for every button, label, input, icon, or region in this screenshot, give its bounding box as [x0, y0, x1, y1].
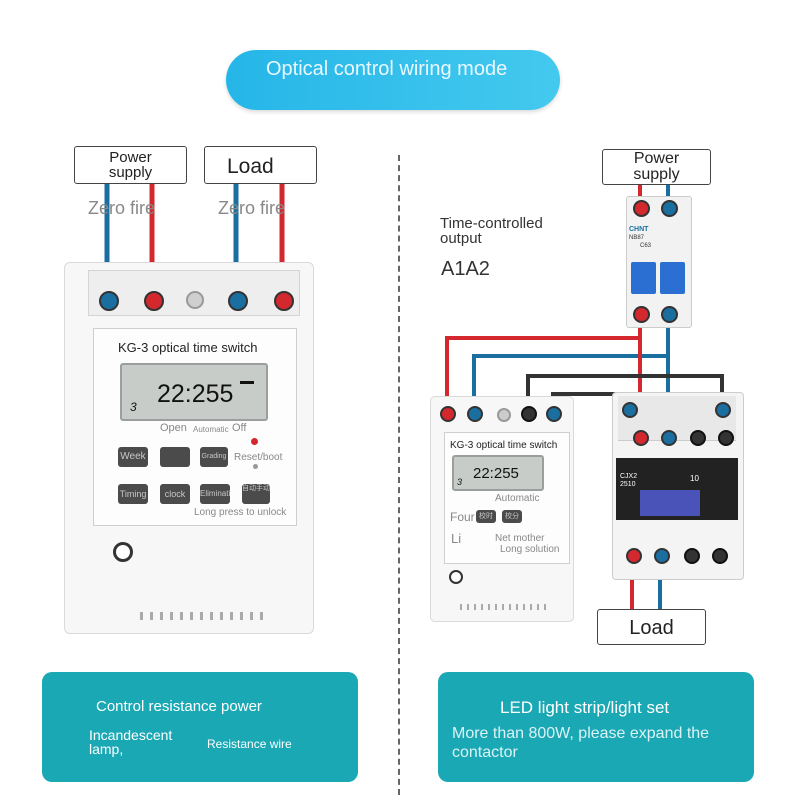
title-pill: Optical control wiring mode — [226, 50, 560, 110]
right-lcd-digit: 3 — [457, 477, 463, 487]
right-power-supply-label: Power supply — [633, 150, 680, 183]
right-power-supply-box: Power supply — [602, 149, 711, 185]
left-terminal-2 — [144, 291, 164, 311]
left-reset-label: Reset/boot — [234, 452, 283, 463]
contactor-terminal-top-4 — [718, 430, 734, 446]
left-lcd-screen — [120, 363, 268, 421]
right-control-wire-1 — [526, 374, 724, 410]
right-neutral-to-device — [472, 310, 670, 410]
breaker-terminal-1 — [633, 200, 650, 217]
left-terminal-4 — [228, 291, 248, 311]
diagram-title: Optical control wiring mode — [266, 58, 508, 80]
right-load-label: Load — [629, 617, 674, 639]
right-four-label: Four — [450, 510, 475, 524]
left-clock-key[interactable]: clock — [160, 484, 190, 504]
contactor-terminal-bottom-4 — [712, 548, 728, 564]
left-zero-fire-label-1: Zero fire — [88, 198, 156, 218]
right-load-box: Load — [597, 609, 706, 645]
contactor-terminal-bottom-3 — [684, 548, 700, 564]
left-banner: Control resistance power Incandescent la… — [42, 672, 358, 782]
right-net-mother-label: Net mother — [495, 533, 545, 544]
left-vent-slots — [140, 612, 270, 620]
left-blank-key[interactable] — [160, 447, 190, 467]
left-grading-key[interactable]: Grading — [200, 447, 228, 467]
right-hour-key[interactable]: 校时 — [476, 510, 496, 523]
left-power-supply-box: Power supply — [74, 146, 187, 184]
left-terminal-5 — [274, 291, 294, 311]
right-a1a2-label: A1A2 — [441, 258, 490, 280]
left-off-label: Off — [232, 422, 247, 434]
section-divider — [398, 155, 400, 795]
right-li-label: Li — [451, 531, 462, 546]
breaker-toggle-1[interactable] — [631, 262, 656, 294]
breaker-model: NB87 — [629, 235, 645, 241]
contactor-window — [640, 490, 700, 516]
left-terminal-3 — [186, 291, 204, 309]
left-banner-item-1: Incandescent lamp, — [89, 727, 173, 757]
contactor-model: CJX2 2510 — [620, 473, 638, 488]
right-terminal-2 — [467, 406, 483, 422]
left-terminal-1 — [99, 291, 119, 311]
left-banner-item-2: Resistance wire — [207, 737, 292, 751]
left-load-box: Load — [204, 146, 317, 184]
left-power-led — [251, 438, 258, 445]
breaker-toggle-2[interactable] — [660, 262, 685, 294]
right-banner-note: More than 800W, please expand the contac… — [452, 725, 710, 761]
breaker-terminal-3 — [633, 306, 650, 323]
breaker-terminal-4 — [661, 306, 678, 323]
right-terminal-1 — [440, 406, 456, 422]
left-status-led — [253, 464, 258, 469]
contactor-terminal-bottom-1 — [626, 548, 642, 564]
breaker-rating: C63 — [640, 243, 652, 249]
left-banner-title: Control resistance power — [96, 698, 262, 715]
right-lcd-time: 22:255 — [473, 465, 519, 482]
left-lcd-dash — [240, 381, 254, 384]
left-power-supply-label: Power supply — [108, 149, 153, 181]
contactor-terminal-bottom-2 — [654, 548, 670, 564]
left-week-key[interactable]: Week — [118, 447, 148, 467]
left-device-title: KG-3 optical time switch — [118, 340, 258, 355]
breaker-terminal-2 — [661, 200, 678, 217]
right-terminal-4 — [521, 406, 537, 422]
right-output-label: Time-controlled output — [440, 215, 543, 247]
right-minute-key[interactable]: 校分 — [502, 510, 522, 523]
breaker-brand: CHNT — [629, 226, 649, 233]
right-banner: LED light strip/light set More than 800W… — [438, 672, 754, 782]
left-automatic-label: Automatic — [193, 425, 229, 434]
right-knob — [449, 570, 463, 584]
left-lcd-time: 22:255 — [157, 380, 234, 408]
right-terminal-3 — [497, 408, 511, 422]
left-zero-fire-label-2: Zero fire — [218, 198, 286, 218]
right-terminal-5 — [546, 406, 562, 422]
contactor-terminal-top-3 — [690, 430, 706, 446]
right-front-panel — [444, 432, 570, 564]
left-knob — [113, 542, 133, 562]
right-banner-title: LED light strip/light set — [500, 698, 670, 717]
left-load-label: Load — [227, 155, 274, 178]
right-lcd-screen — [452, 455, 544, 491]
right-vent-slots — [460, 604, 550, 610]
contactor-terminal-top-2 — [661, 430, 677, 446]
left-eliminating-key[interactable]: Eliminating — [200, 484, 230, 504]
left-timing-key[interactable]: Timing — [118, 484, 148, 504]
right-device-title: KG-3 optical time switch — [450, 440, 558, 451]
contactor-terminal-a1 — [622, 402, 638, 418]
right-automatic-label: Automatic — [495, 493, 540, 504]
left-unlock-note: Long press to unlock — [194, 507, 287, 518]
left-open-label: Open — [160, 422, 187, 434]
left-lcd-digit: 3 — [130, 400, 137, 414]
contactor-rating: 10 — [690, 474, 699, 483]
contactor-terminal-top-1 — [633, 430, 649, 446]
left-auto-manual-key[interactable]: 自动手动 — [242, 484, 270, 504]
right-long-solution-label: Long solution — [500, 544, 560, 555]
contactor-terminal-a2 — [715, 402, 731, 418]
